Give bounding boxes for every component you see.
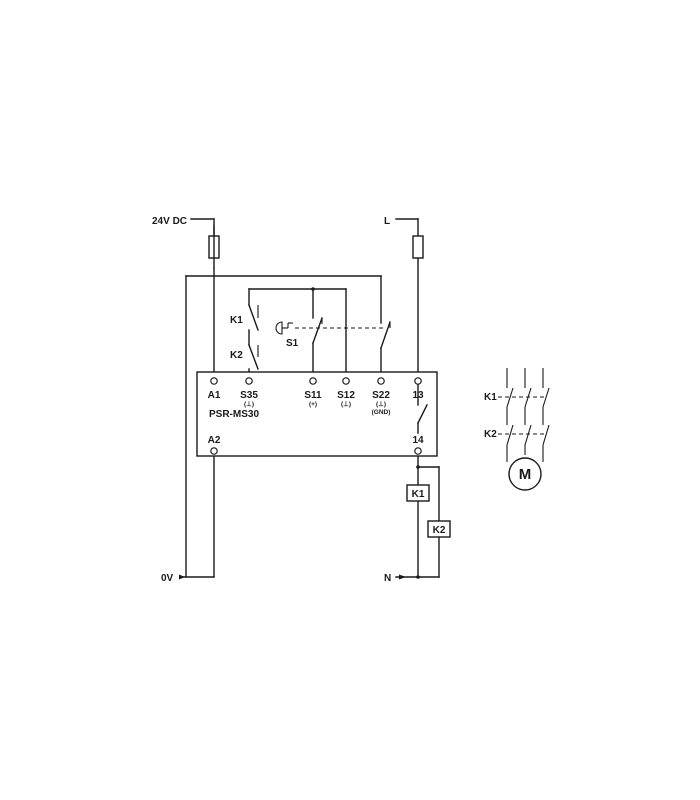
terminal-a1 bbox=[210, 377, 218, 385]
terminal-s22-sub2: (GND) bbox=[372, 409, 391, 416]
terminal-s11-label: S11 bbox=[304, 390, 322, 401]
relay-module-box bbox=[196, 371, 438, 457]
contact-s1-label: S1 bbox=[286, 338, 299, 349]
terminal-13 bbox=[414, 377, 422, 385]
motor-k2-label: K2 bbox=[484, 429, 497, 440]
coil-k2 bbox=[427, 520, 451, 538]
terminal-s11-sub: (+) bbox=[309, 401, 317, 408]
terminal-s35-label: S35 bbox=[240, 390, 258, 401]
terminal-s12-label: S12 bbox=[337, 390, 355, 401]
supply-l-label: L bbox=[384, 216, 390, 227]
terminal-s12-sub: (⊥) bbox=[341, 400, 351, 408]
dc-supply-wiring bbox=[179, 218, 382, 580]
terminal-s22-label: S22 bbox=[372, 390, 390, 401]
feedback-loop bbox=[248, 287, 391, 377]
terminal-s11 bbox=[309, 377, 317, 385]
terminal-a2 bbox=[210, 447, 218, 455]
contact-k1-label: K1 bbox=[230, 315, 243, 326]
emergency-stop-s1 bbox=[275, 321, 386, 335]
terminal-14-label: 14 bbox=[412, 435, 424, 446]
motor-m-label: M bbox=[519, 466, 532, 483]
terminal-a1-label: A1 bbox=[208, 390, 221, 401]
device-name: PSR-MS30 bbox=[209, 409, 259, 420]
terminal-a2-label: A2 bbox=[208, 435, 221, 446]
motor-circuit bbox=[498, 368, 550, 491]
terminal-s12 bbox=[342, 377, 350, 385]
fuse-l bbox=[412, 235, 424, 259]
motor-k1-label: K1 bbox=[484, 392, 497, 403]
coil-k1-label: K1 bbox=[412, 489, 425, 500]
motor-symbol bbox=[508, 457, 542, 491]
supply-0v-label: 0V bbox=[161, 573, 174, 584]
coil-k2-label: K2 bbox=[433, 525, 446, 536]
terminal-14 bbox=[414, 447, 422, 455]
supply-24vdc-label: 24V DC bbox=[152, 216, 187, 227]
terminal-s35 bbox=[245, 377, 253, 385]
terminal-s35-sub: (⊥) bbox=[244, 400, 254, 408]
supply-n-label: N bbox=[384, 573, 391, 584]
contact-k2-label: K2 bbox=[230, 350, 243, 361]
terminal-s22 bbox=[377, 377, 385, 385]
output-contact-13-14 bbox=[417, 384, 428, 434]
coil-k1 bbox=[406, 484, 430, 502]
terminals bbox=[210, 377, 422, 455]
terminal-s22-sub: (⊥) bbox=[376, 400, 386, 408]
